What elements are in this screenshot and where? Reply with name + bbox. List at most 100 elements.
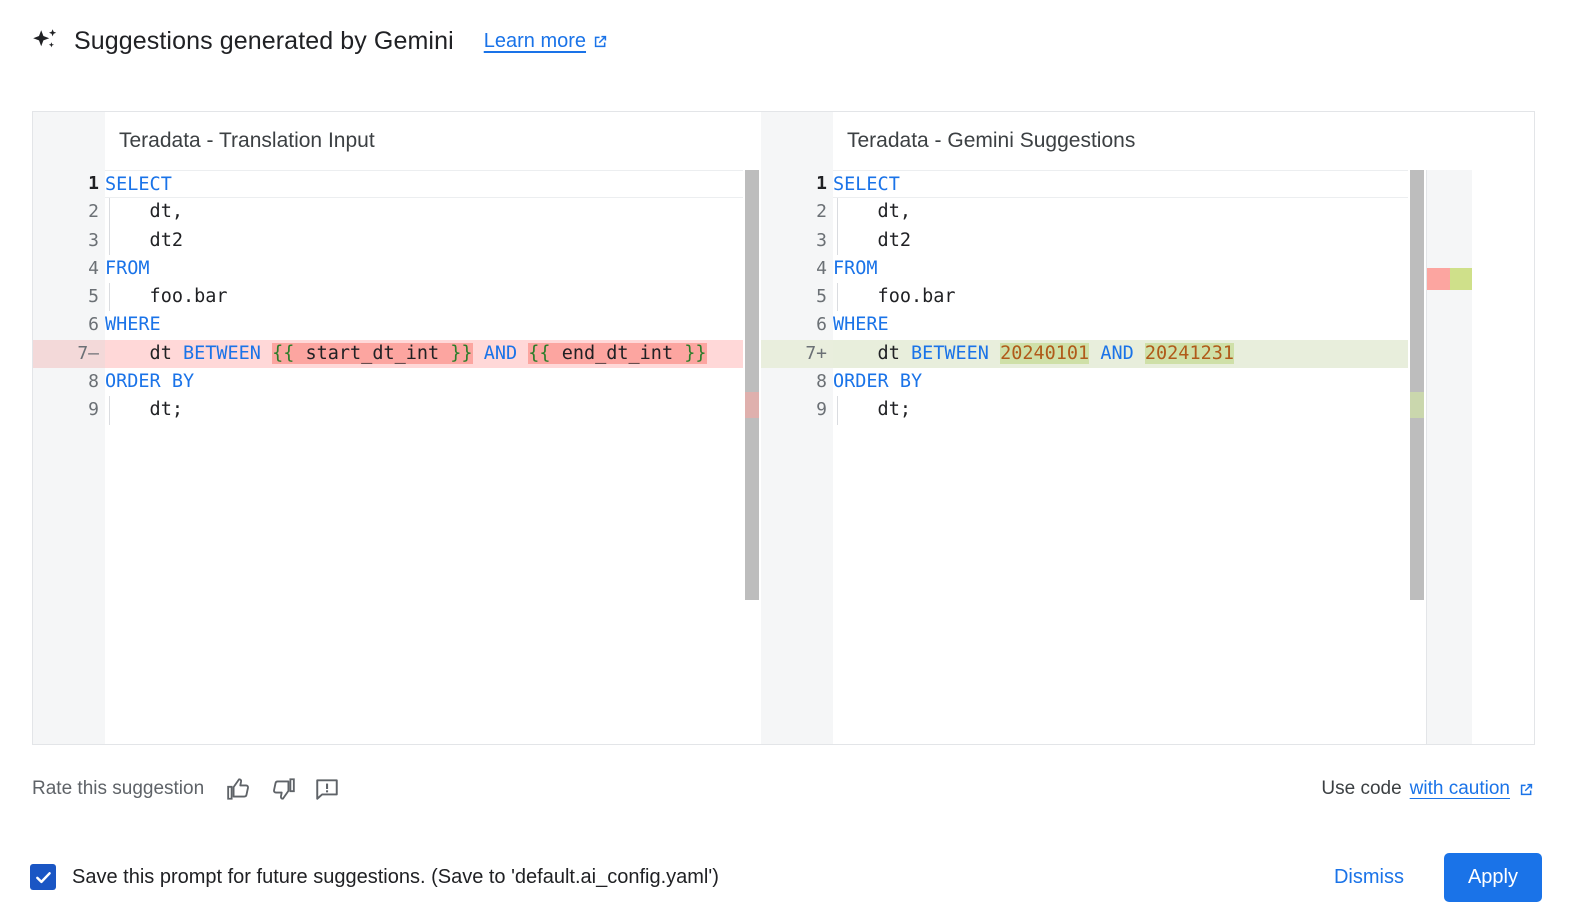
line-number: 1: [816, 173, 827, 194]
use-code-prefix: Use code: [1321, 778, 1402, 799]
code-line[interactable]: dt;: [105, 396, 761, 425]
code-line[interactable]: foo.bar: [105, 283, 761, 312]
indent-guide: [109, 396, 110, 425]
code-token: ORDER BY: [833, 371, 923, 393]
line-number: 3: [816, 229, 827, 251]
code-token: AND: [483, 342, 518, 364]
pane-left-header: Teradata - Translation Input: [33, 112, 761, 170]
pane-left-title: Teradata - Translation Input: [119, 129, 375, 152]
code-line[interactable]: ORDER BY: [833, 368, 1472, 396]
action-buttons: Dismiss Apply: [1320, 852, 1542, 902]
line-number: 7—: [33, 339, 105, 369]
save-prompt-checkbox[interactable]: [30, 864, 56, 890]
line-number: 6: [816, 314, 827, 336]
code-token: }}: [684, 342, 707, 364]
code-line[interactable]: dt;: [833, 396, 1472, 425]
overview-ruler[interactable]: [1426, 170, 1472, 744]
thumb-down-icon[interactable]: [270, 776, 296, 802]
code-token: end_dt_int: [550, 342, 685, 364]
pane-right-header: Teradata - Gemini Suggestions: [761, 112, 1472, 170]
code-token: dt;: [105, 399, 183, 421]
code-line[interactable]: SELECT: [833, 170, 1472, 199]
indent-guide: [837, 283, 838, 312]
line-number: 2: [88, 201, 99, 223]
indent-guide: [837, 396, 838, 425]
code-token: dt;: [833, 399, 911, 421]
code-token: dt,: [105, 201, 183, 223]
code-line[interactable]: WHERE: [105, 311, 761, 339]
open-in-new-icon: [1518, 781, 1535, 798]
code-token: }}: [450, 342, 473, 364]
code-line[interactable]: SELECT: [105, 170, 761, 199]
pane-right-title: Teradata - Gemini Suggestions: [847, 129, 1136, 152]
line-number: 9: [88, 399, 99, 421]
line-number: 1: [88, 173, 99, 194]
code-token: BETWEEN: [182, 342, 261, 364]
gutter-spacer: [33, 112, 105, 170]
code-token: {{: [272, 342, 295, 364]
code-line[interactable]: dt,: [833, 198, 1472, 227]
code-line[interactable]: FROM: [105, 255, 761, 283]
rate-icon-group: [226, 776, 340, 802]
scrollbar-left[interactable]: [743, 170, 761, 744]
learn-more-label[interactable]: Learn more: [483, 29, 587, 52]
code-line[interactable]: foo.bar: [833, 283, 1472, 312]
apply-button[interactable]: Apply: [1443, 852, 1542, 902]
line-number: 8: [88, 371, 99, 393]
code-token: SELECT: [833, 174, 900, 195]
code-line[interactable]: WHERE: [833, 311, 1472, 339]
overview-marker-removed: [1427, 268, 1450, 290]
code-line[interactable]: FROM: [833, 255, 1472, 283]
thumb-up-icon[interactable]: [226, 776, 252, 802]
overview-marker-added: [1450, 268, 1472, 290]
code-token: FROM: [105, 257, 150, 279]
code-token: dt2: [833, 229, 911, 251]
line-number: 8: [816, 371, 827, 393]
report-feedback-icon[interactable]: [314, 776, 340, 802]
code-token: 20241231: [1144, 342, 1234, 364]
indent-guide: [109, 198, 110, 227]
code-token: BETWEEN: [910, 342, 989, 364]
gemini-sparkle-icon: [30, 26, 60, 56]
feedback-row: Rate this suggestion: [32, 768, 1535, 810]
save-prompt-checkbox-row[interactable]: Save this prompt for future suggestions.…: [30, 864, 719, 890]
line-number: 5: [88, 286, 99, 308]
code-token: [473, 343, 484, 364]
code-line[interactable]: ORDER BY: [105, 368, 761, 396]
learn-more-link[interactable]: Learn more: [484, 30, 609, 53]
indent-guide: [109, 283, 110, 312]
check-icon: [35, 871, 51, 883]
code-token: WHERE: [105, 314, 161, 336]
line-number: 9: [816, 399, 827, 421]
rate-label: Rate this suggestion: [32, 778, 205, 799]
scrollbar-thumb-right[interactable]: [1410, 170, 1424, 600]
code-token: foo.bar: [105, 286, 228, 308]
code-line[interactable]: dt2: [833, 226, 1472, 255]
code-token: [517, 343, 528, 364]
indent-guide: [837, 226, 838, 255]
code-line[interactable]: dt2: [105, 226, 761, 255]
code-token: dt: [833, 342, 911, 364]
indent-guide: [837, 198, 838, 227]
save-prompt-label: Save this prompt for future suggestions.…: [72, 865, 719, 888]
scrollbar-right[interactable]: [1408, 170, 1426, 744]
code-line[interactable]: dt,: [105, 198, 761, 227]
indent-guide: [109, 226, 110, 255]
code-line[interactable]: dt BETWEEN {{ start_dt_int }} AND {{ end…: [105, 339, 761, 369]
with-caution-link[interactable]: with caution: [1409, 778, 1510, 799]
dismiss-button[interactable]: Dismiss: [1320, 856, 1418, 899]
code-token: dt2: [105, 229, 183, 251]
code-line[interactable]: dt BETWEEN 20240101 AND 20241231: [833, 339, 1472, 369]
code-token: {{: [528, 342, 551, 364]
scrollbar-thumb-left[interactable]: [745, 170, 759, 600]
page-title: Suggestions generated by Gemini: [74, 26, 454, 55]
